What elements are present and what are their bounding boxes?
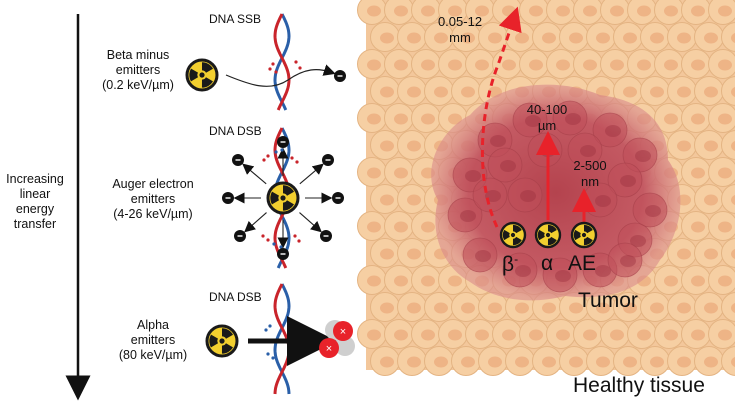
beta-emitter-source	[184, 58, 219, 93]
range-value: 0.05-12	[437, 14, 483, 29]
beta-track	[225, 64, 336, 87]
auger-electron-tracks	[233, 147, 333, 249]
emitter-name-line: Auger electron	[112, 177, 194, 191]
emitter-name-line: Alpha	[137, 318, 169, 332]
dsb-break-marks-auger	[261, 154, 301, 243]
range-unit: nm	[580, 174, 600, 189]
auger-emitter-source	[265, 181, 300, 216]
beta-range-label: 0.05-12 mm	[425, 14, 495, 46]
alpha-emitter-source	[204, 324, 239, 359]
ssb-break-marks	[268, 60, 302, 74]
beta-emitter-label: Beta minus emitters (0.2 keV/µm)	[88, 48, 188, 93]
svg-text:×: ×	[340, 326, 346, 338]
beta-electron	[334, 70, 346, 82]
healthy-tissue-label: Healthy tissue	[573, 374, 705, 397]
alpha-symbol: α	[541, 252, 554, 275]
beta-symbol: β-	[502, 252, 518, 277]
electron-icon	[322, 154, 334, 166]
axis-label-line: energy	[15, 202, 55, 216]
electron-icon	[234, 230, 246, 242]
auger-range-label: 2-500 nm	[560, 158, 620, 190]
electron-icon	[332, 192, 344, 204]
auger-emitter-label: Auger electron emitters (4-26 keV/µm)	[98, 177, 208, 222]
electron-icon	[222, 192, 234, 204]
emitter-let: (80 keV/µm)	[118, 348, 188, 362]
range-unit: mm	[449, 30, 471, 45]
alpha-emitter-tumor	[533, 221, 562, 249]
beta-symbol-sup: -	[514, 252, 519, 266]
beta-range-arrow	[480, 6, 522, 228]
emitter-let: (4-26 keV/µm)	[113, 207, 193, 221]
electron-icon	[232, 154, 244, 166]
auger-symbol: AE	[568, 252, 597, 275]
beta-emitter-tumor	[498, 221, 527, 249]
dna-damage-label-3: DNA DSB	[209, 290, 262, 304]
emitter-name-line: Beta minus	[106, 48, 170, 62]
auger-emitter-tumor	[569, 221, 598, 249]
dna-helix-icon	[273, 13, 291, 111]
emitter-name-line: emitters	[130, 333, 176, 347]
dna-damage-label-1: DNA SSB	[209, 12, 262, 26]
electron-icon	[277, 136, 289, 148]
tumor-label: Tumor	[578, 289, 638, 312]
range-value: 40-100	[526, 102, 568, 117]
emitter-let: (0.2 keV/µm)	[102, 78, 174, 92]
svg-text:×: ×	[326, 343, 332, 355]
electron-icon	[320, 230, 332, 242]
alpha-emitter-label: Alpha emitters (80 keV/µm)	[108, 318, 198, 363]
emitter-name-line: emitters	[130, 192, 176, 206]
dsb-break-marks-alpha	[264, 324, 275, 360]
alpha-particle-icon: × ×	[319, 320, 355, 358]
dsb-break-marks-auger-blue	[272, 148, 284, 249]
range-unit: µm	[537, 118, 557, 133]
electron-icon	[277, 248, 289, 260]
axis-label: Increasing linear energy transfer	[0, 172, 70, 232]
axis-label-line: transfer	[13, 217, 57, 231]
axis-label-line: Increasing	[6, 172, 64, 186]
axis-label-line: linear	[19, 187, 51, 201]
range-value: 2-500	[573, 158, 607, 173]
dna-damage-label-2: DNA DSB	[209, 124, 262, 138]
emitter-name-line: emitters	[115, 63, 161, 77]
beta-symbol-text: β	[502, 253, 515, 276]
alpha-range-label: 40-100 µm	[512, 102, 582, 134]
